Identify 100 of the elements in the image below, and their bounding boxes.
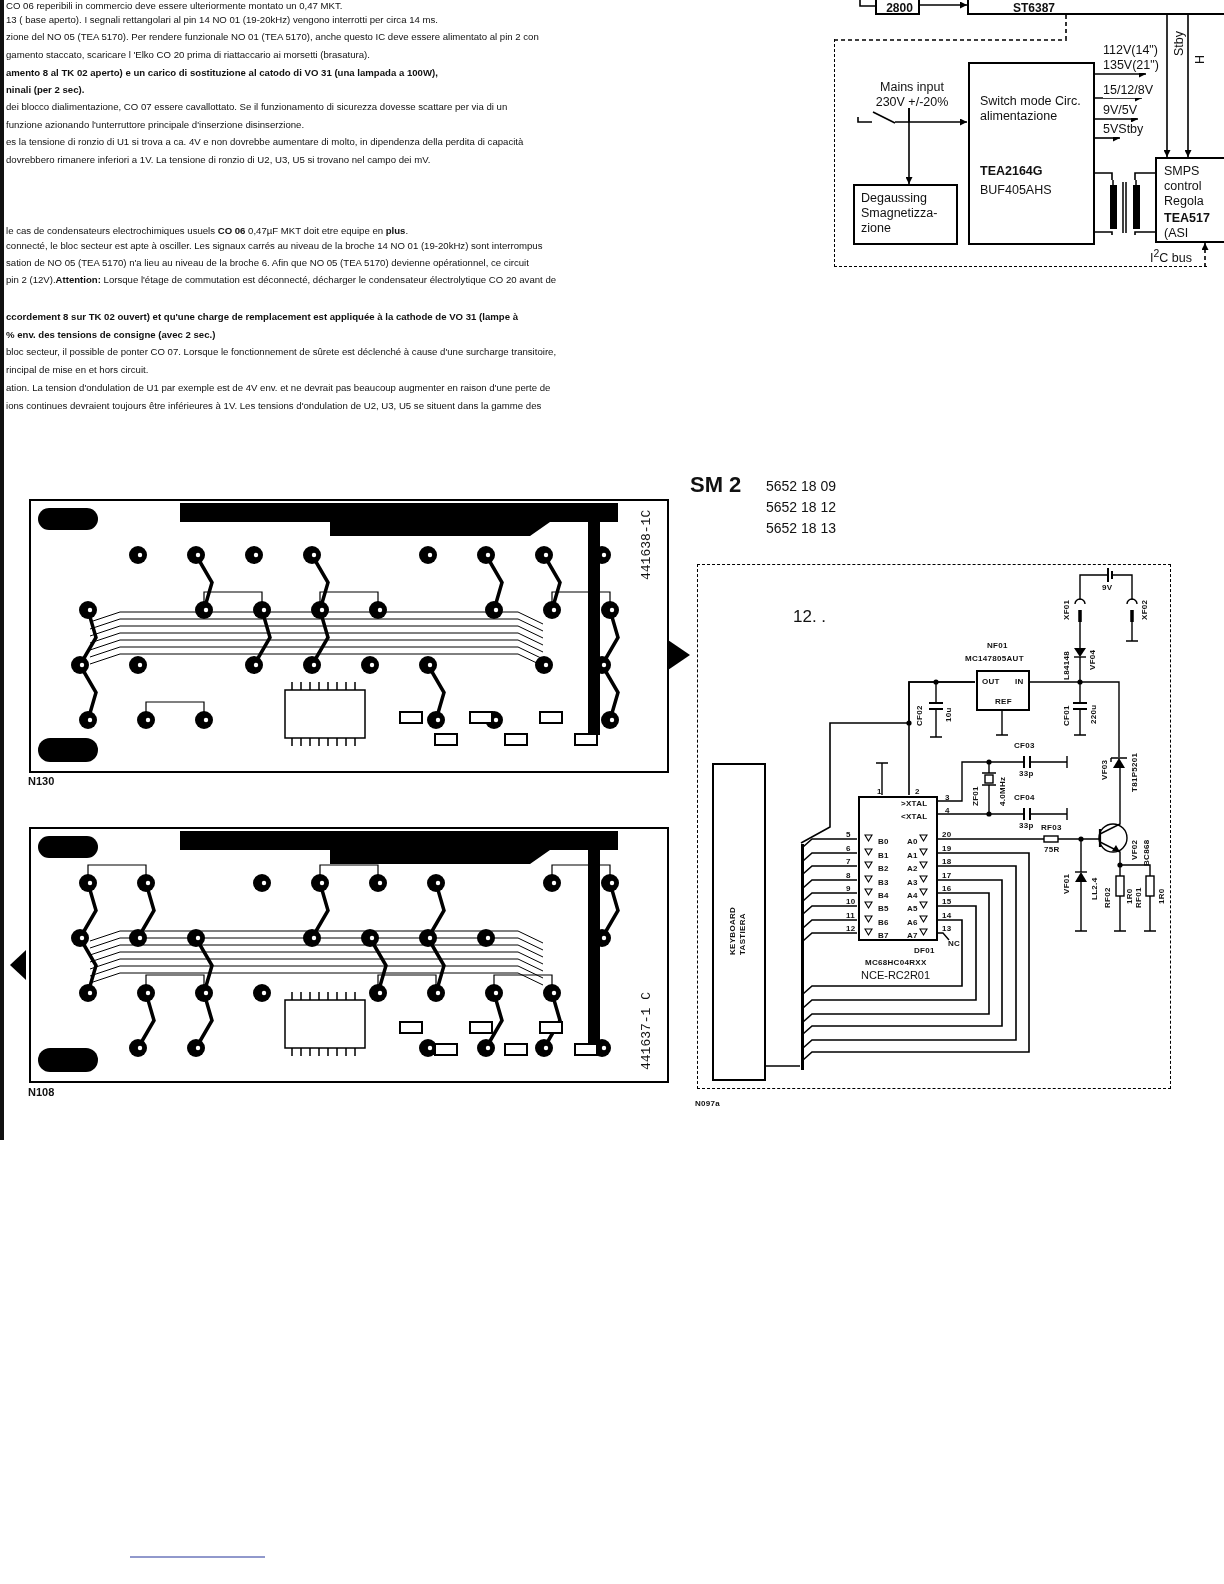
- component-label: 33p: [1019, 821, 1034, 831]
- component-label: 75R: [1044, 845, 1060, 855]
- block-box: [853, 184, 958, 245]
- part-number: 5652 18 12: [766, 499, 837, 516]
- component-label: XF01: [1062, 599, 1072, 620]
- part-designation: DF01: [914, 946, 935, 956]
- connector-line: [802, 905, 977, 1009]
- text-line: bloc secteur, il possible de ponter CO 07. Lorsque le fonctionnement de sûrete est déclenché à cause d'une surcharge transitoire,: [6, 346, 557, 358]
- block-label: SMPS control Regola: [1164, 164, 1205, 209]
- connector-line: [802, 919, 858, 929]
- pin-name: B6: [878, 918, 889, 928]
- connector-line: [802, 838, 858, 848]
- part-designation: 1: [877, 787, 882, 797]
- text-line: es la tensione di ronzio di U1 si trova a ca. 4V e non dovrebbe aumentare di molto, in dipendenza della perdita di capacità: [6, 136, 524, 148]
- text-line: % env. des tensions de consigne (avec 2 sec.): [6, 329, 216, 341]
- part-designation: 4: [945, 806, 950, 816]
- text-line: ccordement 8 sur TK 02 ouvert) et qu'une charge de remplacement est appliquée à la cathode de VO 31 (lampe à: [6, 311, 518, 323]
- part-designation: 10: [846, 897, 856, 907]
- pin-name: B3: [878, 878, 889, 888]
- part-designation: 3: [945, 793, 950, 803]
- part-designation: NCE-RC2R01: [861, 969, 931, 981]
- part-designation: 20: [942, 830, 952, 840]
- pin-name: A0: [907, 837, 918, 847]
- edge-label: 5VStby: [1103, 122, 1144, 137]
- arrow: [1093, 115, 1139, 123]
- edge-label: 15/12/8V: [1103, 83, 1154, 98]
- edge-label: 9V/5V: [1103, 103, 1138, 118]
- pin-name: B7: [878, 931, 889, 941]
- arrow: [919, 1, 968, 9]
- pin-name: A5: [907, 904, 918, 914]
- part-designation: 9: [846, 884, 851, 894]
- component-label: CF03: [1014, 741, 1035, 751]
- pin-name: A1: [907, 851, 918, 861]
- component-label: LL2.4: [1090, 877, 1100, 900]
- component-label: VF04: [1088, 649, 1098, 670]
- part-designation: 6: [846, 844, 851, 854]
- arrow: [905, 107, 913, 185]
- arrow: [1093, 94, 1143, 102]
- text-line: ninali (per 2 sec).: [6, 84, 85, 96]
- connector-line: [802, 865, 858, 875]
- component-label: T81P5201: [1130, 752, 1140, 792]
- connector-line: [802, 905, 858, 915]
- text-line: sation de NO 05 (TEA 5170) n'a lieu au niveau de la broche 6. Afin que NO 05 (TEA 5170) devienne opérationnel, ce circuit: [6, 257, 529, 269]
- text-line: zione del NO 05 (TEA 5170). Per rendere funzionale NO 01 (TEA 5170), anche questo IC deve essere alimentato al pin 2 con: [6, 31, 539, 43]
- pin-name: B5: [878, 904, 889, 914]
- pin-name: A4: [907, 891, 918, 901]
- text-line: amento 8 al TK 02 aperto) e un carico di sostituzione al catodo di VO 31 (una lampada a 100W),: [6, 67, 438, 79]
- part-number: 5652 18 09: [766, 478, 837, 495]
- connector-line: [1093, 231, 1113, 236]
- pin-name: B0: [878, 837, 889, 847]
- part-designation: 16: [942, 884, 952, 894]
- pin-label: NC: [948, 939, 961, 949]
- pin-name: OUT: [982, 677, 1000, 687]
- keyboard-box: [712, 763, 766, 1081]
- pin-name: A6: [907, 918, 918, 928]
- connector-line: [802, 932, 858, 942]
- component-label: RF02: [1103, 887, 1113, 908]
- block-box: [968, 62, 1095, 245]
- arrow: [1093, 134, 1121, 142]
- connector-line: [1134, 172, 1156, 181]
- board-label: N097a: [695, 1099, 721, 1109]
- part-designation: NF01: [987, 641, 1008, 651]
- pin-name: A7: [907, 931, 918, 941]
- connector-line: [800, 681, 976, 844]
- arrow: [1201, 242, 1209, 268]
- arrow: [1093, 70, 1147, 78]
- text-line: funzione azionando l'unterruttore principale d'inserzione disinserzione.: [6, 119, 305, 131]
- component-label: CF04: [1014, 793, 1035, 803]
- part-number: 5652 18 13: [766, 520, 837, 537]
- pin-name: A2: [907, 864, 918, 874]
- component-label: VF01: [1062, 873, 1072, 894]
- block-label: ST6387: [1013, 2, 1057, 15]
- text-line: pin 2 (12V).Attention: Lorsque l'étage de commutation est déconnecté, décharger le condensateur électrolytique CO 20 avant de: [6, 274, 557, 286]
- connector-line: [802, 892, 858, 902]
- arrow: [1163, 14, 1171, 158]
- board-number: 441638-1C: [640, 509, 654, 580]
- part-designation: 15: [942, 897, 952, 907]
- text-line: CO 06 reperibili in commercio deve essere ulteriormente montato un 0,47 MKT.: [6, 0, 343, 12]
- component-label: 1R0: [1125, 888, 1135, 904]
- pin-name: REF: [995, 697, 1012, 707]
- connector-line: [802, 879, 858, 889]
- part-designation: MC147805AUT: [965, 654, 1024, 664]
- block-label: TEA517 (ASI: [1164, 211, 1211, 241]
- component-label: 9V: [1102, 583, 1113, 593]
- pin-name: >XTAL: [901, 799, 928, 809]
- connector-line: [802, 852, 858, 862]
- connector-line: [802, 892, 990, 1023]
- text-line: connecté, le bloc secteur est apte à osciller. Les signaux carrés au niveau de la broche 14 NO 01 (19-20kHz) sont interrompus: [6, 240, 543, 252]
- part-designation: 14: [942, 911, 952, 921]
- text-line: dovrebbero rimanere inferiori a 1V. La tensione di ronzio di U2, U3, U5 si trovano nel campo dei mV.: [6, 154, 431, 166]
- pin-name: B4: [878, 891, 889, 901]
- connector-line: [802, 865, 1017, 1049]
- component-label: VF02: [1130, 839, 1140, 860]
- block-label: TEA2164G BUF405AHS: [980, 163, 1053, 199]
- arrow: [1184, 14, 1192, 158]
- component-label: VF03: [1100, 759, 1110, 780]
- component-label: ZF01: [971, 786, 981, 806]
- dashed-boundary: [697, 564, 1171, 1089]
- text-line: le cas de condensateurs electrochimiques usuels CO 06 0,47µF MKT doit etre equipe en plus.: [6, 225, 409, 237]
- bus-bar: [801, 844, 804, 1070]
